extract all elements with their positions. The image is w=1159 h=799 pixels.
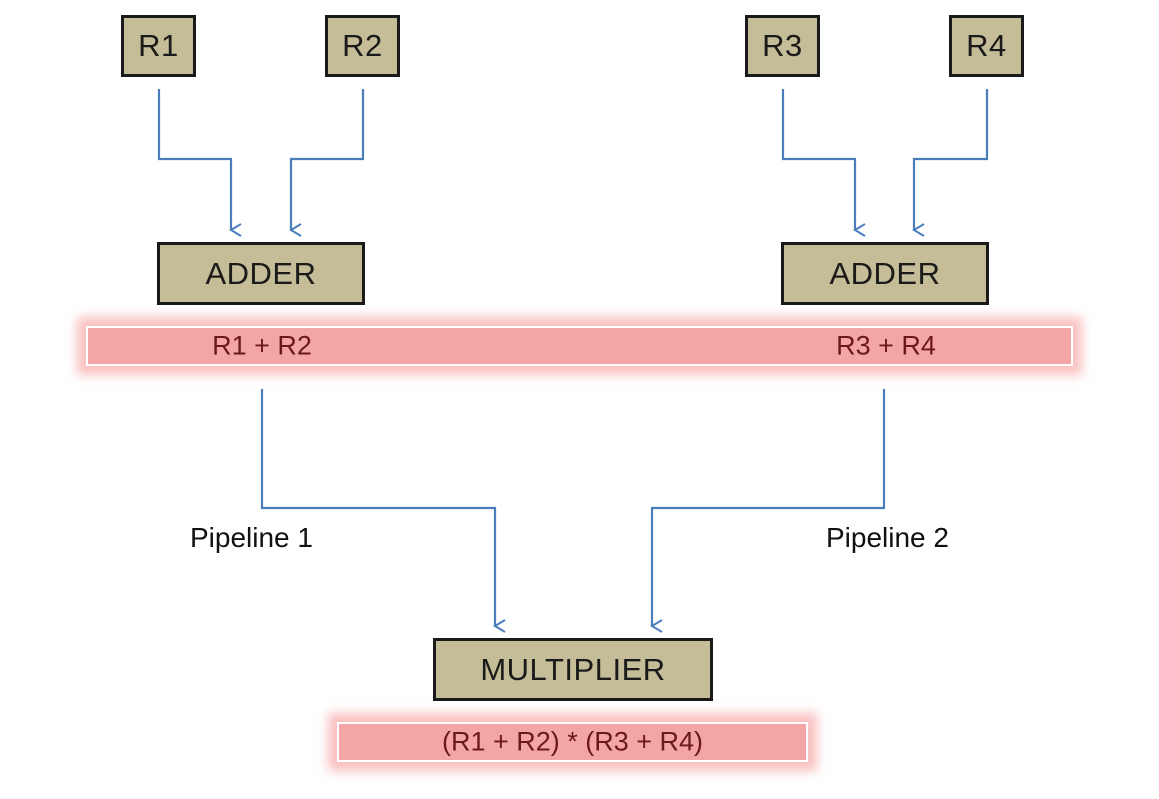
connector-pipeline-2 [650,389,886,633]
multiplier-box: MULTIPLIER [433,638,713,701]
connector-r3-to-right-adder [781,89,866,237]
stage1-result-left: R1 + R2 [212,330,312,361]
final-result-register: (R1 + R2) * (R3 + R4) [337,722,808,762]
final-result-text: (R1 + R2) * (R3 + R4) [441,726,704,757]
connector-r2-to-left-adder [289,89,365,237]
pipeline-2-label: Pipeline 2 [826,522,949,553]
stage1-result-register: R1 + R2 R3 + R4 [86,326,1073,366]
register-r2: R2 [325,15,400,77]
register-r4: R4 [949,15,1024,77]
stage1-result-right: R3 + R4 [836,330,936,361]
adder-left: ADDER [157,242,365,305]
connector-r4-to-right-adder [912,89,989,237]
adder-right: ADDER [781,242,989,305]
connector-pipeline-1 [260,389,506,633]
pipeline-1-label: Pipeline 1 [190,522,313,553]
register-r3: R3 [745,15,820,77]
register-r1: R1 [121,15,196,77]
connector-r1-to-left-adder [157,89,242,237]
